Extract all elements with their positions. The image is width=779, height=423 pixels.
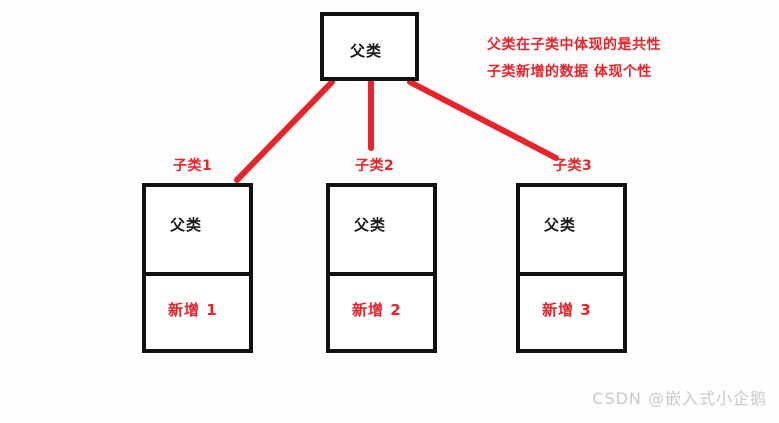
child-added-label-2: 新增 2 — [352, 301, 402, 319]
annotation-text: 父类在子类中体现的是共性 子类新增的数据 体现个性 — [487, 32, 661, 86]
csdn-watermark: CSDN @嵌入式小企鹅 — [592, 389, 767, 408]
child-divider-1 — [146, 272, 249, 276]
connector-line-child-1 — [234, 79, 335, 183]
child-added-label-1: 新增 1 — [168, 301, 218, 319]
child-class-box-1: 父类 新增 1 — [142, 183, 253, 353]
child-caption-2: 子类2 — [355, 158, 395, 174]
child-inherited-label-1: 父类 — [170, 216, 203, 234]
child-divider-2 — [330, 272, 433, 276]
child-caption-1: 子类1 — [173, 158, 213, 174]
parent-class-label: 父类 — [350, 42, 383, 60]
child-divider-3 — [520, 272, 623, 276]
annotation-line-2: 子类新增的数据 体现个性 — [487, 64, 652, 80]
annotation-line-1: 父类在子类中体现的是共性 — [487, 37, 661, 53]
child-caption-3: 子类3 — [553, 158, 593, 174]
child-class-box-3: 父类 新增 3 — [516, 183, 627, 353]
connector-line-child-3 — [407, 79, 559, 161]
child-class-box-2: 父类 新增 2 — [326, 183, 437, 353]
child-inherited-label-3: 父类 — [544, 216, 577, 234]
child-inherited-label-2: 父类 — [354, 216, 387, 234]
child-added-label-3: 新增 3 — [542, 301, 592, 319]
parent-class-box: 父类 — [320, 12, 419, 81]
